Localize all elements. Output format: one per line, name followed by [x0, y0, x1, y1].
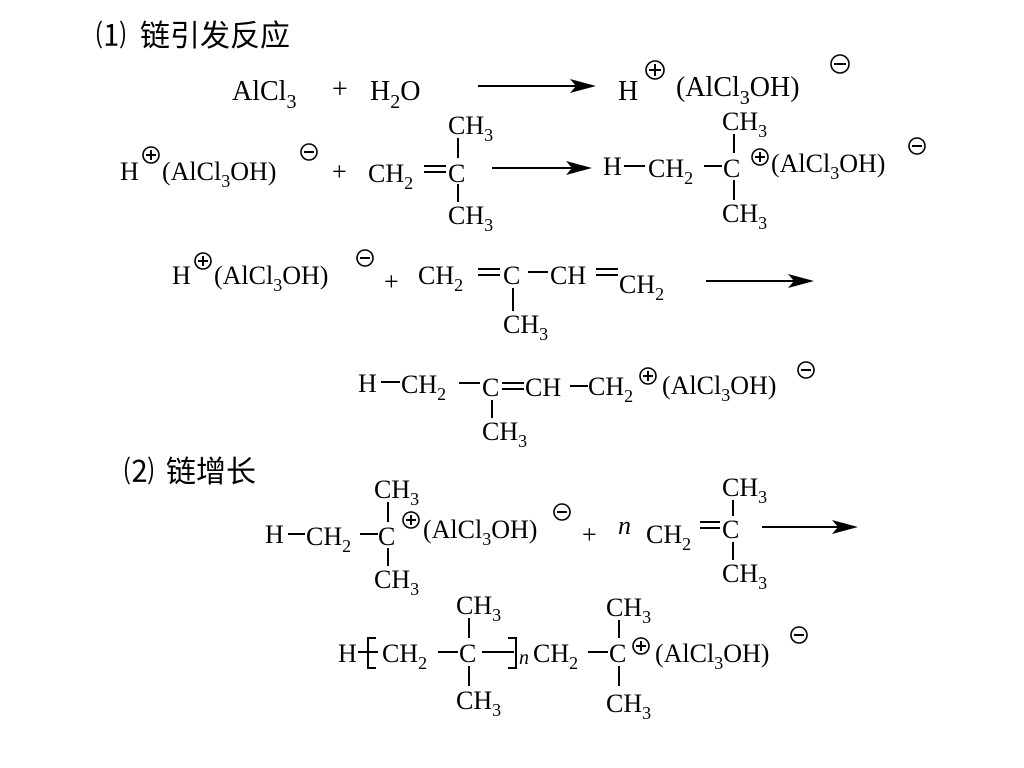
- methyl-bottom: CH3: [448, 201, 493, 235]
- counterion-alcl3oh: (AlCl3OH): [655, 639, 769, 673]
- methyl-bottom: CH3: [606, 689, 651, 723]
- reaction-2: H (AlCl3OH) + CH2 C CH3 CH3 H CH2 C CH3 …: [120, 107, 926, 235]
- plus-sign: +: [332, 74, 348, 105]
- methyl-top: CH3: [722, 107, 767, 141]
- section-2-number: ⑵: [124, 455, 154, 490]
- cation-charge: [751, 148, 769, 166]
- diene-ch2: CH2: [418, 261, 463, 295]
- counterion-alcl3oh: (AlCl3OH): [771, 149, 885, 183]
- diene-c: C: [503, 261, 520, 290]
- double-bond: [596, 268, 618, 276]
- anion-charge: [300, 143, 318, 161]
- product-ch: CH: [525, 373, 561, 402]
- methyl-bottom: CH3: [722, 559, 767, 593]
- counterion-alcl3oh: (AlCl3OH): [423, 515, 537, 549]
- catalyst-h: H: [120, 157, 139, 186]
- product-ch2: CH2: [401, 370, 446, 404]
- section-2-title: 链增长: [166, 455, 256, 490]
- cation-charge: [639, 367, 657, 385]
- repeat-subscript-n: n: [519, 647, 529, 669]
- cation-charge: [194, 252, 212, 270]
- plus-sign: +: [384, 267, 399, 296]
- anion-charge: [830, 54, 850, 74]
- counterion-alcl3oh: (AlCl3OH): [676, 72, 800, 109]
- carbocation: C: [378, 522, 395, 551]
- methyl-bottom: CH3: [722, 199, 767, 233]
- catalyst-h: H: [172, 261, 191, 290]
- methyl-bottom: CH3: [503, 310, 548, 344]
- catalyst-counterion: (AlCl3OH): [214, 261, 328, 295]
- coefficient-n: n: [618, 511, 631, 540]
- reaction-arrow: [762, 520, 858, 534]
- catalyst-counterion: (AlCl3OH): [162, 157, 276, 191]
- repeat-bracket-left: [367, 637, 376, 669]
- reaction-1: AlCl3 + H2O H (AlCl3OH): [232, 54, 850, 113]
- monomer-ch2: CH2: [368, 159, 413, 193]
- methyl-top: CH3: [374, 475, 419, 509]
- product-ch2b: CH2: [588, 372, 633, 406]
- chain-end-ch2: CH2: [533, 639, 578, 673]
- methyl-top: CH3: [448, 111, 493, 145]
- monomer-ch2: CH2: [646, 520, 691, 554]
- reaction-arrow: [492, 161, 592, 175]
- chain-end-carbocation: C: [609, 639, 626, 668]
- quaternary-carbon: C: [722, 515, 739, 544]
- methyl-top: CH3: [456, 591, 501, 625]
- anion-charge: [553, 503, 571, 521]
- methyl-top: CH3: [606, 593, 651, 627]
- anion-charge: [790, 626, 808, 644]
- cation-charge: [645, 60, 665, 80]
- quaternary-carbon: C: [448, 159, 465, 188]
- reaction-arrow: [706, 274, 814, 288]
- proton-h: H: [618, 76, 638, 107]
- cation-charge: [402, 511, 420, 529]
- section-1-title: 链引发反应: [140, 19, 290, 54]
- product-ch2: CH2: [648, 154, 693, 188]
- section-2-heading: ⑵ 链增长: [124, 455, 256, 490]
- diene-ch: CH: [550, 261, 586, 290]
- product-c: C: [482, 373, 499, 402]
- anion-charge: [797, 361, 815, 379]
- double-bond: [700, 521, 720, 529]
- methyl-top: CH3: [722, 473, 767, 507]
- repeat-c: C: [459, 639, 476, 668]
- reaction-3: H (AlCl3OH) + CH2 C CH CH2 CH3 H CH2 C C…: [172, 249, 815, 451]
- product-h: H: [603, 152, 622, 181]
- double-bond: [478, 268, 500, 276]
- reaction-4: H CH2 C CH3 CH3 (AlCl3OH) + n CH2 C CH3 …: [265, 473, 858, 723]
- product-h: H: [265, 520, 284, 549]
- reactant-h2o: H2O: [370, 76, 420, 113]
- methyl-bottom: CH3: [456, 686, 501, 720]
- cation-charge: [142, 146, 160, 164]
- repeat-ch2: CH2: [382, 639, 427, 673]
- reaction-arrow: [478, 79, 596, 93]
- repeat-bracket-right: [508, 637, 517, 669]
- counterion-alcl3oh: (AlCl3OH): [662, 371, 776, 405]
- product-h: H: [338, 639, 357, 668]
- section-1-heading: ⑴ 链引发反应: [96, 19, 290, 54]
- product-ch2: CH2: [306, 522, 351, 556]
- product-h: H: [358, 369, 377, 398]
- anion-charge: [908, 137, 926, 155]
- diene-ch2-end: CH2: [619, 270, 664, 304]
- double-bond: [502, 382, 524, 390]
- carbocation: C: [723, 154, 740, 183]
- double-bond: [424, 165, 446, 173]
- anion-charge: [356, 249, 374, 267]
- methyl-bottom: CH3: [482, 417, 527, 451]
- methyl-bottom: CH3: [374, 565, 419, 599]
- plus-sign: +: [332, 157, 347, 186]
- section-1-number: ⑴: [96, 19, 126, 54]
- reactant-alcl3: AlCl3: [232, 76, 296, 113]
- plus-sign: +: [582, 520, 597, 549]
- cation-charge: [632, 637, 650, 655]
